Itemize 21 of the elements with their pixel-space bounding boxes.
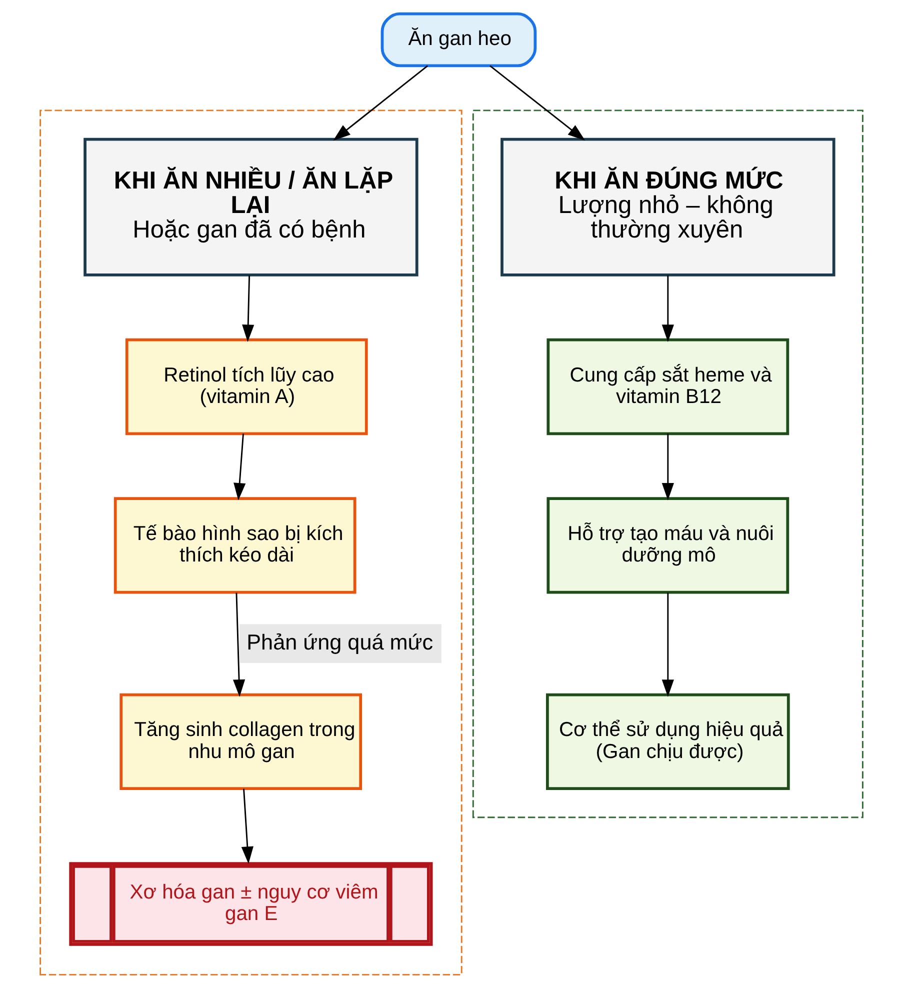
node-box: KHI ĂN NHIỀU / ĂN LẶP LẠI Hoặc gan đã có bệnh	[83, 138, 418, 276]
arrow	[661, 275, 674, 342]
node-box: KHI ĂN ĐÚNG MỨC Lượng nhỏ – không thường xuyên	[500, 138, 835, 276]
cluster	[472, 110, 863, 818]
arrow	[232, 592, 245, 697]
arrow	[240, 788, 253, 864]
node-box: Tăng sinh collagen trong nhu mô gan	[119, 693, 362, 790]
arrow	[661, 592, 674, 697]
arrow	[489, 65, 585, 141]
arrow	[233, 434, 246, 500]
node-box: Cung cấp sắt heme và vitamin B12	[546, 338, 789, 436]
node-box: Ăn gan heo	[380, 12, 536, 68]
cluster	[39, 110, 462, 976]
node-box: Retinol tích lũy cao (vitamin A)	[124, 338, 368, 436]
arrow	[332, 65, 428, 141]
arrow	[661, 434, 674, 500]
node-box: Hỗ trợ tạo máu và nuôi dưỡng mô	[546, 497, 789, 594]
node-box: Cơ thể sử dụng hiệu quả (Gan chịu được)	[546, 693, 790, 790]
arrow	[242, 275, 254, 342]
node-box: Tế bào hình sao bị kích thích kéo dài	[113, 497, 356, 594]
edge-label: Phản ứng quá mức	[246, 629, 433, 654]
